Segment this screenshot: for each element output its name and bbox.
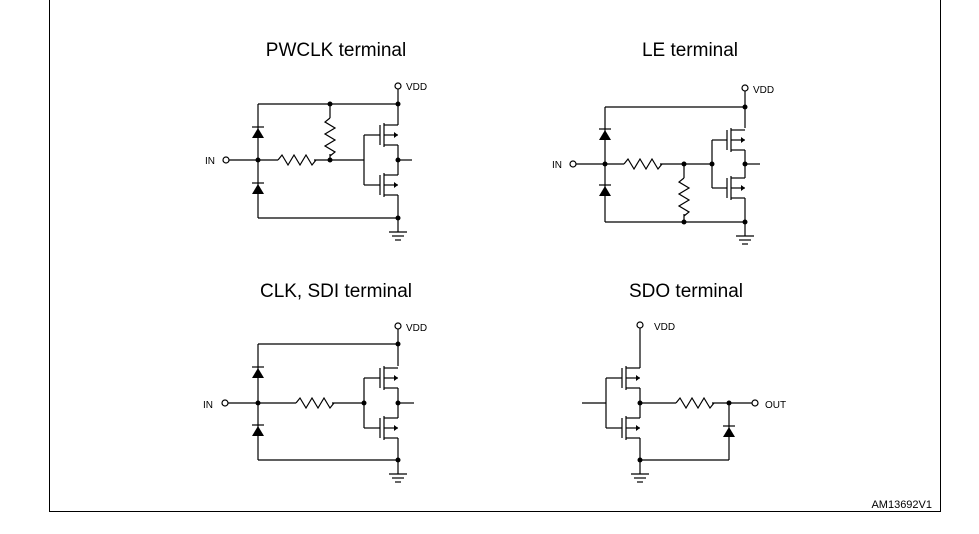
panel-title: SDO terminal — [629, 281, 743, 302]
out-terminal — [751, 399, 759, 407]
vdd-terminal — [741, 84, 749, 92]
in-terminal — [222, 156, 230, 164]
in-label: IN — [205, 156, 215, 167]
panel-title: CLK, SDI terminal — [260, 281, 412, 302]
in-terminal — [221, 399, 229, 407]
in-terminal — [569, 160, 577, 168]
panel-sdo: SDO terminal VDD OUT — [582, 281, 786, 483]
panel-title: PWCLK terminal — [266, 40, 406, 61]
vdd-label: VDD — [654, 322, 675, 333]
in-label: IN — [552, 160, 562, 171]
figure-id: AM13692V1 — [871, 499, 932, 511]
panel-title: LE terminal — [642, 40, 738, 61]
out-label: OUT — [765, 400, 786, 411]
vdd-label: VDD — [406, 323, 427, 334]
in-label: IN — [203, 400, 213, 411]
vdd-terminal — [636, 321, 644, 329]
vdd-terminal — [394, 82, 402, 90]
vdd-label: VDD — [406, 82, 427, 93]
panel-le: LE terminal VDD IN — [552, 40, 774, 245]
panel-pwclk: PWCLK terminal VDD IN — [205, 40, 427, 241]
panel-clk-sdi: CLK, SDI terminal VDD IN — [203, 281, 427, 483]
vdd-terminal — [394, 322, 402, 330]
figure-frame — [49, 0, 941, 512]
vdd-label: VDD — [753, 85, 774, 96]
